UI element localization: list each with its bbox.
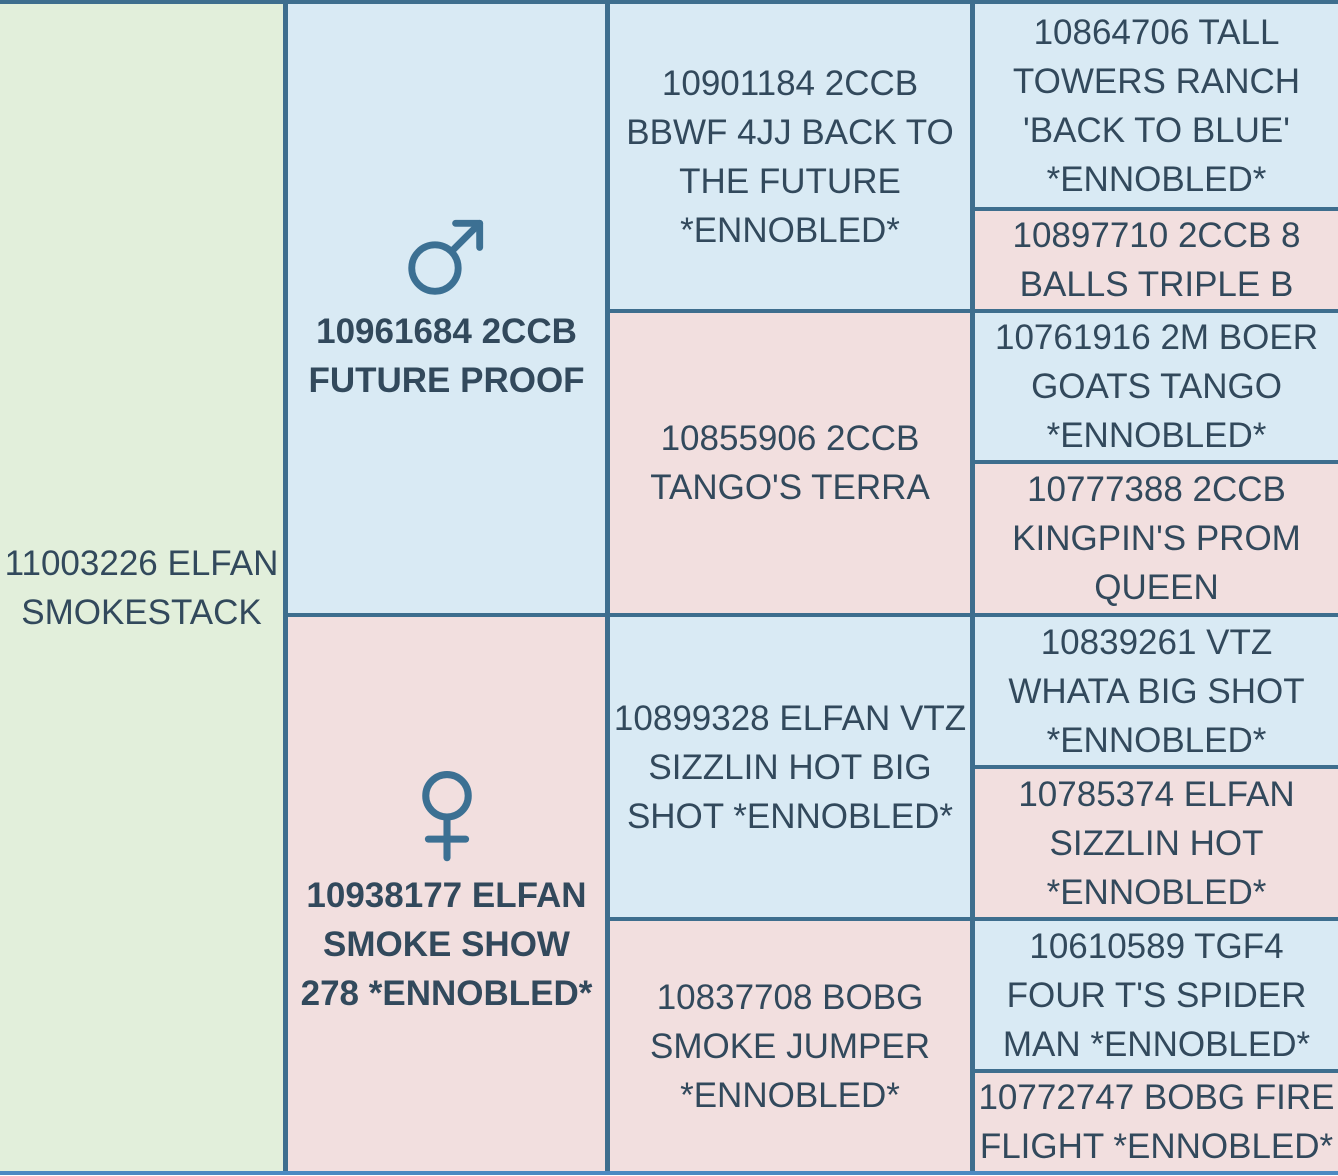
cell-subject: 11003226 ELFAN SMOKESTACK	[0, 4, 283, 1171]
ancestor-name: 10785374 ELFAN SIZZLIN HOT *ENNOBLED*	[1018, 774, 1295, 912]
subject-name: 11003226 ELFAN SMOKESTACK	[4, 543, 279, 632]
maternal-grandsire-name: 10899328 ELFAN VTZ SIZZLIN HOT BIG SHOT …	[613, 698, 967, 836]
ancestor-name: 10777388 2CCB KINGPIN'S PROM QUEEN	[1012, 470, 1301, 607]
cell-maternal-grandsire-dam: 10785374 ELFAN SIZZLIN HOT *ENNOBLED*	[970, 765, 1338, 917]
ancestor-name: 10897710 2CCB 8 BALLS TRIPLE B	[1012, 216, 1301, 304]
table-row: 10897710 2CCB 8 BALLS TRIPLE B	[0, 207, 1338, 309]
paternal-granddam-name: 10855906 2CCB TANGO'S TERRA	[650, 419, 930, 507]
ancestor-name: 10839261 VTZ WHATA BIG SHOT *ENNOBLED*	[1008, 622, 1305, 760]
ancestor-name: 10772747 BOBG FIRE FLIGHT *ENNOBLED*	[978, 1078, 1335, 1166]
cell-paternal-granddam: 10855906 2CCB TANGO'S TERRA	[605, 309, 970, 613]
ancestor-name: 10864706 TALL TOWERS RANCH 'BACK TO BLUE…	[1012, 12, 1301, 199]
cell-paternal-grandsire-sire: 10864706 TALL TOWERS RANCH 'BACK TO BLUE…	[970, 4, 1338, 207]
cell-maternal-granddam-dam: 10772747 BOBG FIRE FLIGHT *ENNOBLED*	[970, 1069, 1338, 1171]
cell-maternal-granddam-sire: 10610589 TGF4 FOUR T'S SPIDER MAN *ENNOB…	[970, 917, 1338, 1069]
cell-maternal-grandsire-sire: 10839261 VTZ WHATA BIG SHOT *ENNOBLED*	[970, 613, 1338, 765]
ancestor-name: 10761916 2M BOER GOATS TANGO *ENNOBLED*	[995, 318, 1318, 455]
cell-paternal-grandsire-dam: 10897710 2CCB 8 BALLS TRIPLE B	[970, 207, 1338, 309]
ancestor-name: 10610589 TGF4 FOUR T'S SPIDER MAN *ENNOB…	[1002, 926, 1311, 1064]
table-row: 10855906 2CCB TANGO'S TERRA 10761916 2M …	[0, 309, 1338, 613]
cell-maternal-granddam: 10837708 BOBG SMOKE JUMPER *ENNOBLED*	[605, 917, 970, 1171]
table-row: 11003226 ELFAN SMOKESTACK 10961684 2CCB …	[0, 4, 1338, 1171]
dam-name: 10938177 ELFAN SMOKE SHOW 278 *ENNOBLED*	[300, 875, 593, 1013]
cell-paternal-granddam-sire: 10761916 2M BOER GOATS TANGO *ENNOBLED*	[970, 309, 1338, 460]
table-row: 10938177 ELFAN SMOKE SHOW 278 *ENNOBLED*…	[0, 613, 1338, 1171]
cell-dam: 10938177 ELFAN SMOKE SHOW 278 *ENNOBLED*	[283, 613, 605, 1171]
table-row: 10785374 ELFAN SIZZLIN HOT *ENNOBLED*	[0, 765, 1338, 917]
female-icon	[291, 770, 602, 863]
cell-maternal-grandsire: 10899328 ELFAN VTZ SIZZLIN HOT BIG SHOT …	[605, 613, 970, 917]
table-row: 10777388 2CCB KINGPIN'S PROM QUEEN	[0, 460, 1338, 613]
maternal-granddam-name: 10837708 BOBG SMOKE JUMPER *ENNOBLED*	[649, 977, 931, 1115]
table-row: 10837708 BOBG SMOKE JUMPER *ENNOBLED* 10…	[0, 917, 1338, 1171]
cell-paternal-grandsire: 10901184 2CCB BBWF 4JJ BACK TO THE FUTUR…	[605, 4, 970, 309]
paternal-grandsire-name: 10901184 2CCB BBWF 4JJ BACK TO THE FUTUR…	[626, 63, 954, 250]
cell-paternal-granddam-dam: 10777388 2CCB KINGPIN'S PROM QUEEN	[970, 460, 1338, 613]
table-row: 10772747 BOBG FIRE FLIGHT *ENNOBLED*	[0, 1069, 1338, 1171]
cell-sire: 10961684 2CCB FUTURE PROOF	[283, 4, 605, 613]
male-icon	[291, 213, 602, 299]
sire-name: 10961684 2CCB FUTURE PROOF	[308, 311, 585, 400]
